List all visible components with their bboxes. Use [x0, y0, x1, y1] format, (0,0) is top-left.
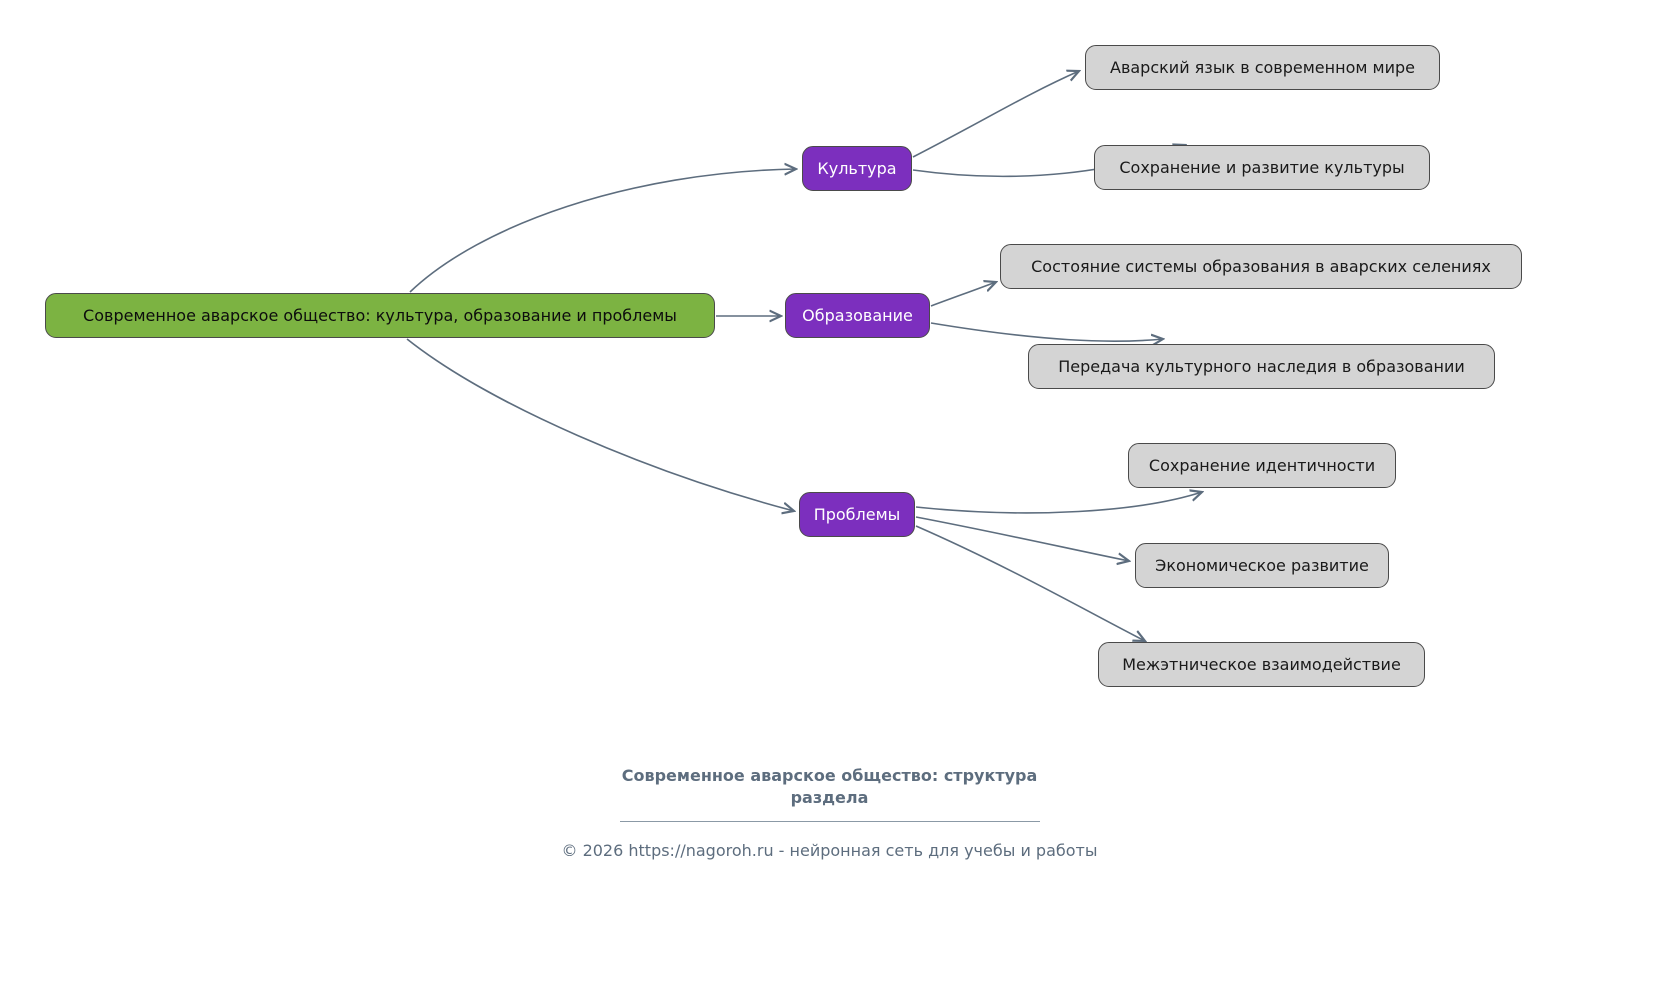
footer-divider — [619, 820, 1040, 822]
edge-problems-economic — [915, 516, 1129, 561]
leaf-node-economic-development: Экономическое развитие — [1135, 543, 1389, 588]
branch-node-culture: Культура — [802, 146, 912, 191]
footer: Современное аварское общество: структура… — [0, 765, 1659, 860]
root-node: Современное аварское общество: культура,… — [45, 293, 715, 338]
branch-node-problems: Проблемы — [799, 492, 915, 537]
leaf-node-culture-preservation: Сохранение и развитие культуры — [1094, 145, 1430, 190]
leaf-node-education-system-state: Состояние системы образования в аварских… — [1000, 244, 1522, 289]
edge-root-problems — [406, 338, 794, 511]
edge-culture-language — [912, 71, 1079, 158]
leaf-node-identity-preservation: Сохранение идентичности — [1128, 443, 1396, 488]
footer-title: Современное аварское общество: структура… — [621, 766, 1038, 808]
leaf-node-heritage-transfer: Передача культурного наследия в образова… — [1028, 344, 1495, 389]
edge-education-heritage — [930, 322, 1163, 341]
edge-root-culture — [409, 169, 796, 293]
footer-copyright: © 2026 https://nagoroh.ru - нейронная се… — [561, 840, 1098, 860]
leaf-node-interethnic-interaction: Межэтническое взаимодействие — [1098, 642, 1425, 687]
branch-node-education: Образование — [785, 293, 930, 338]
edge-education-system — [930, 282, 996, 307]
edge-problems-identity — [915, 492, 1202, 514]
edge-problems-interethnic — [915, 525, 1145, 641]
leaf-node-avar-language: Аварский язык в современном мире — [1085, 45, 1440, 90]
